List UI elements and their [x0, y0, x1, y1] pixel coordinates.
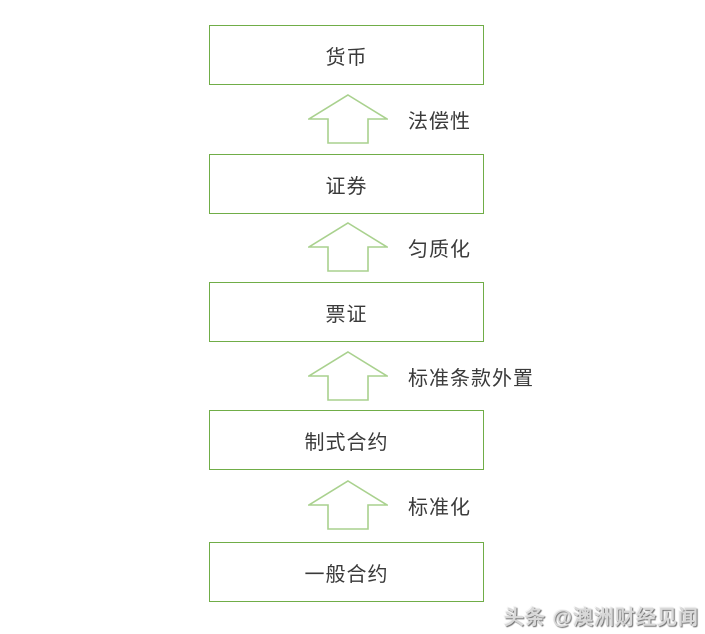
watermark: 头条 @澳洲财经见闻 — [503, 607, 699, 629]
flow-box-vouchers: 票证 — [209, 282, 484, 342]
flow-box-label: 证券 — [325, 175, 368, 198]
flow-box-securities: 证券 — [209, 154, 484, 214]
transition-label: 标准化 — [408, 496, 471, 519]
flow-box-label: 票证 — [325, 303, 368, 326]
flow-box-currency: 货币 — [209, 25, 484, 85]
flow-box-label: 一般合约 — [304, 563, 389, 586]
flow-box-label: 制式合约 — [304, 431, 389, 454]
up-arrow-icon — [308, 351, 388, 401]
transition-label: 标准条款外置 — [408, 367, 534, 390]
flow-box-standard-contract: 制式合约 — [209, 410, 484, 470]
transition-label: 匀质化 — [408, 238, 471, 261]
transition-label: 法偿性 — [408, 110, 471, 133]
flow-box-label: 货币 — [325, 46, 368, 69]
up-arrow-icon — [308, 480, 388, 530]
up-arrow-icon — [308, 222, 388, 272]
up-arrow-icon — [308, 94, 388, 144]
flow-box-general-contract: 一般合约 — [209, 542, 484, 602]
